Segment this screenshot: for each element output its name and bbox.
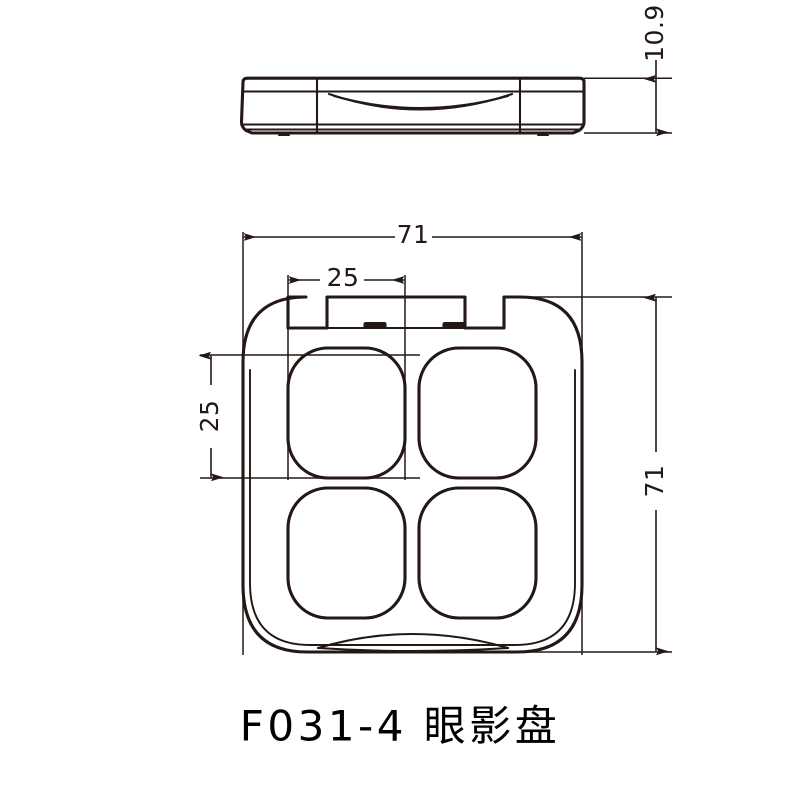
dimension-label-height: 10.9 bbox=[640, 4, 669, 62]
top-view-latch-tab-right bbox=[442, 321, 466, 330]
top-view-body-outline bbox=[241, 295, 584, 654]
side-elevation-view: 10.9 bbox=[239, 4, 672, 137]
top-view-thumb-notch-arc bbox=[316, 632, 510, 650]
side-view-thumb-notch-lower-arc bbox=[332, 94, 510, 110]
dimension-label-overall-width: 71 bbox=[397, 220, 430, 249]
dimension-label-latch-width: 25 bbox=[327, 263, 360, 292]
drawing-caption: F031-4 眼影盘 bbox=[240, 702, 561, 751]
top-view-thumb-notch-base bbox=[317, 647, 509, 652]
eyeshadow-pan-top-left bbox=[286, 346, 407, 480]
eyeshadow-pan-bottom-right bbox=[417, 486, 538, 620]
side-view-foot-left bbox=[277, 132, 291, 136]
eyeshadow-pan-top-right bbox=[417, 346, 538, 480]
dimension-label-pan-height: 25 bbox=[195, 400, 224, 433]
eyeshadow-pan-bottom-left bbox=[286, 486, 407, 620]
side-view-foot-right bbox=[536, 132, 550, 136]
top-view-inner-wall-line bbox=[249, 369, 576, 646]
side-view-body-outline bbox=[239, 76, 586, 135]
top-view-latch-tab-left bbox=[363, 321, 387, 330]
dimension-label-overall-height: 71 bbox=[640, 465, 669, 498]
top-plan-view: 71 25 25 71 bbox=[195, 220, 672, 656]
